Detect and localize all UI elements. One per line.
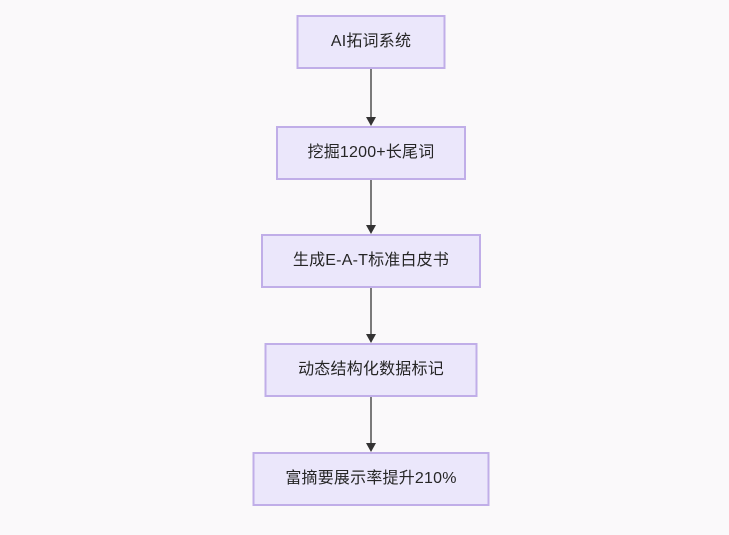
flow-edge-2-line	[370, 180, 372, 226]
flow-edge-3-line	[370, 288, 372, 335]
flow-edge-3-arrowhead-icon	[366, 334, 376, 343]
flow-edge-1	[365, 69, 377, 126]
flow-node-5[interactable]: 富摘要展示率提升210%	[252, 452, 490, 506]
flow-node-3-label: 生成E-A-T标准白皮书	[292, 252, 450, 269]
flow-node-1-label: AI拓词系统	[330, 33, 412, 50]
flow-node-4[interactable]: 动态结构化数据标记	[264, 343, 478, 397]
flow-edge-3	[365, 288, 377, 343]
flow-edge-4	[365, 397, 377, 452]
flow-edge-4-line	[370, 397, 372, 444]
flow-node-2-label: 挖掘1200+长尾词	[307, 144, 435, 161]
flow-edge-2	[365, 180, 377, 234]
flow-node-2[interactable]: 挖掘1200+长尾词	[276, 126, 466, 180]
flow-edge-2-arrowhead-icon	[366, 225, 376, 234]
flow-node-5-label: 富摘要展示率提升210%	[285, 470, 457, 487]
flow-edge-1-line	[370, 69, 372, 118]
flow-node-1[interactable]: AI拓词系统	[296, 15, 446, 69]
flow-edge-4-arrowhead-icon	[366, 443, 376, 452]
flow-node-4-label: 动态结构化数据标记	[298, 361, 444, 378]
flow-node-3[interactable]: 生成E-A-T标准白皮书	[261, 234, 481, 288]
flow-edge-1-arrowhead-icon	[366, 117, 376, 126]
